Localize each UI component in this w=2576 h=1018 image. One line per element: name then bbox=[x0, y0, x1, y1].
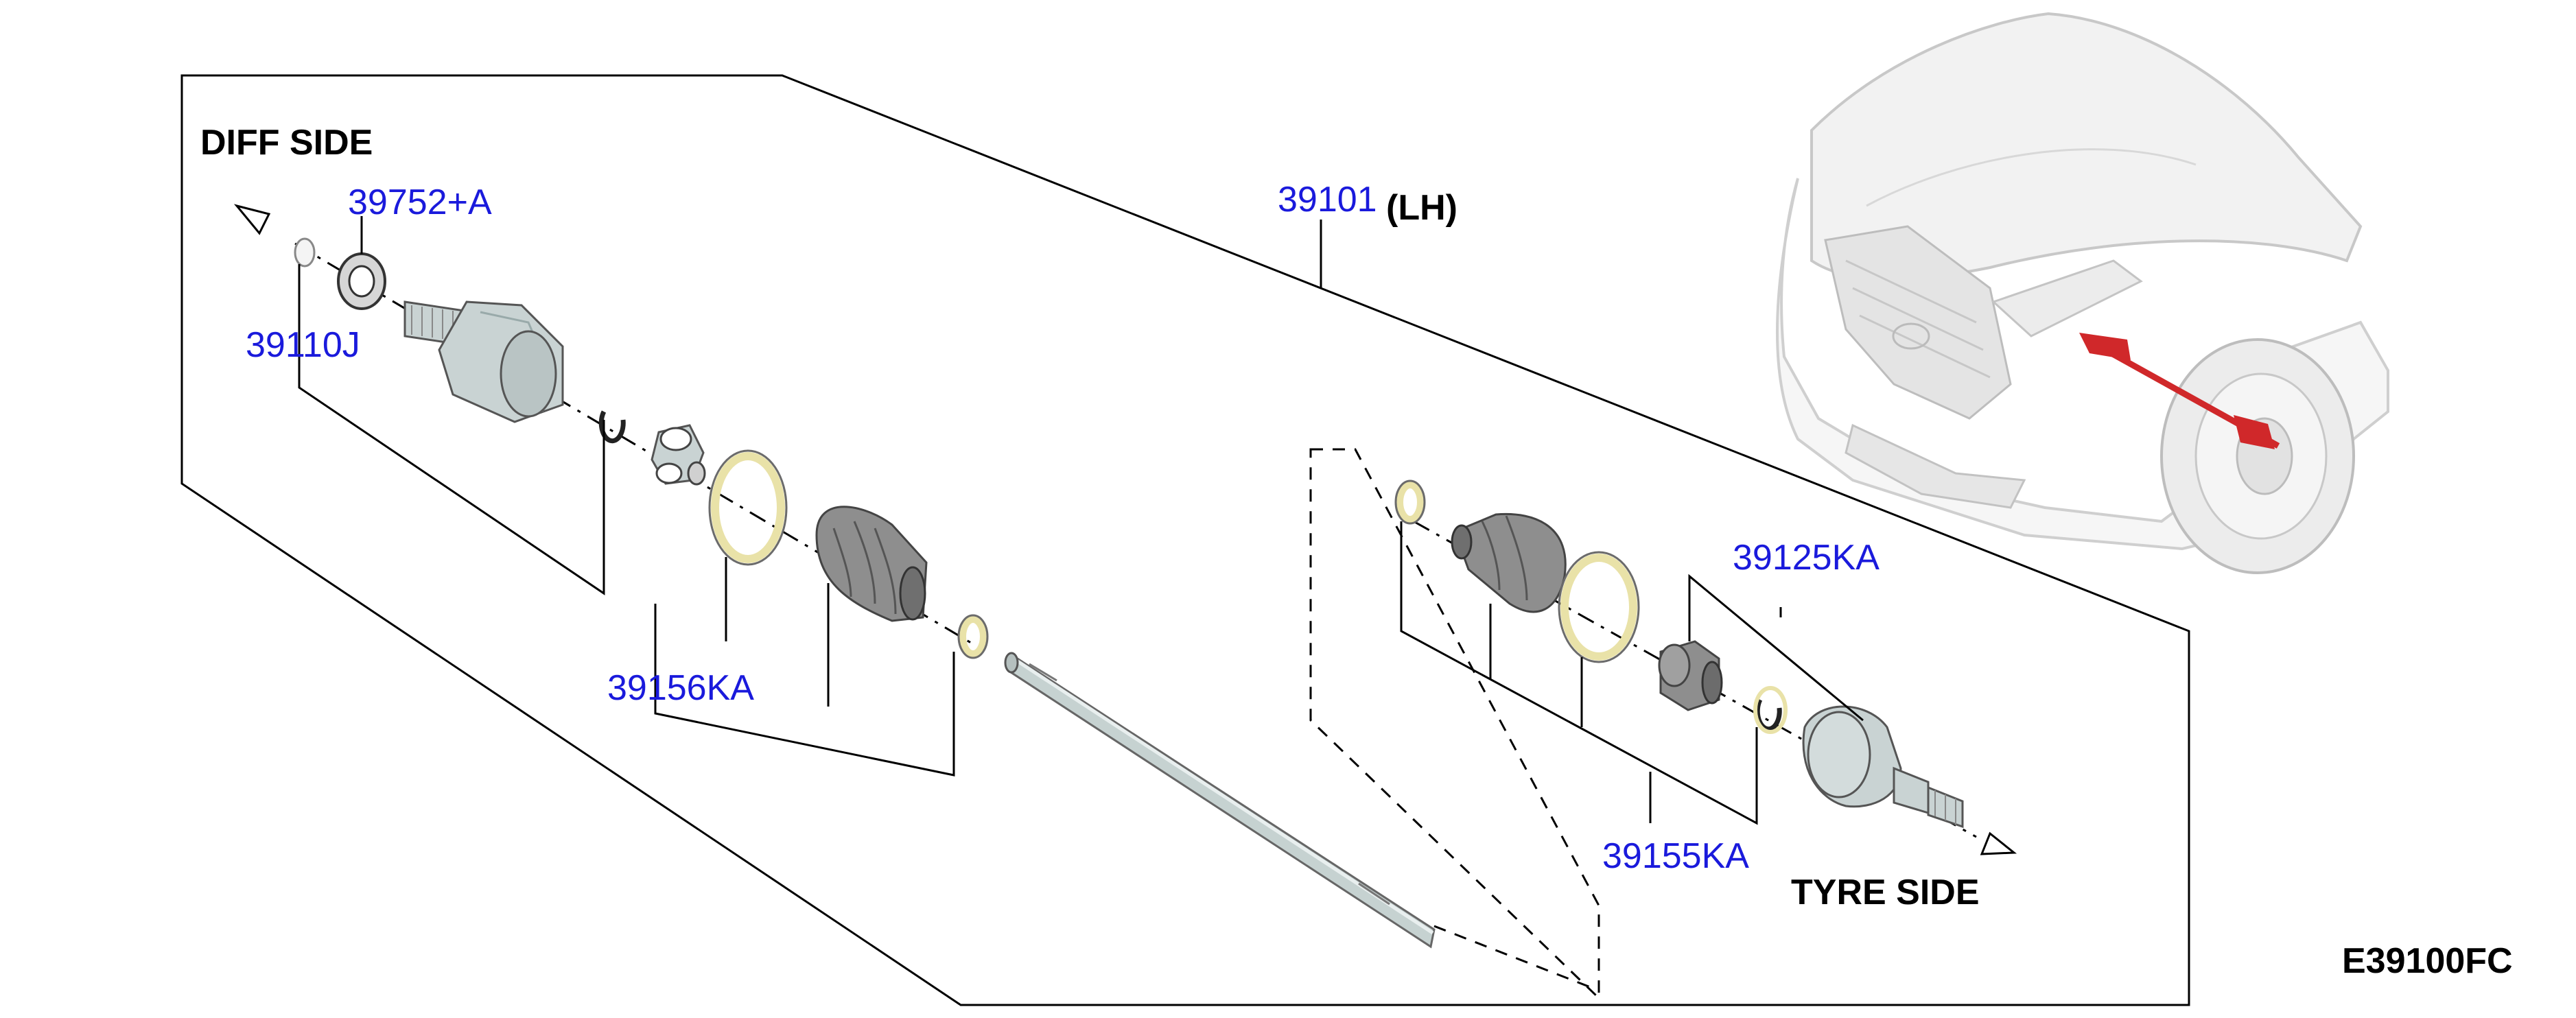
shaft-dash-extension bbox=[1433, 925, 1593, 989]
outer-joint-dashed-boundary bbox=[1309, 448, 1600, 1001]
inner-boot-band-small-icon bbox=[957, 614, 989, 659]
outer-boot-icon bbox=[1451, 512, 1567, 613]
tripod-joint-icon bbox=[651, 424, 706, 486]
part-label-39125KA: 39125KA bbox=[1733, 538, 1880, 578]
nut-icon bbox=[337, 252, 386, 310]
outer-boot-band-small-icon bbox=[1394, 480, 1426, 525]
assembly-boundary bbox=[180, 74, 2190, 1006]
washer-icon bbox=[294, 237, 316, 268]
vehicle-locator-illustration bbox=[1776, 12, 2389, 574]
part-label-39155KA: 39155KA bbox=[1602, 836, 1749, 876]
outer-joint-icon bbox=[1802, 705, 1964, 829]
inner-circlip-icon bbox=[598, 410, 626, 444]
leader-lines bbox=[298, 216, 1864, 825]
outer-circlip-icon bbox=[1755, 698, 1782, 732]
part-label-39156KA: 39156KA bbox=[607, 668, 754, 708]
inner-joint-housing-icon bbox=[403, 300, 564, 423]
tyre-side-arrow-icon bbox=[1980, 831, 2017, 855]
drive-shaft-icon bbox=[1004, 652, 1436, 949]
inner-boot-band-large-icon bbox=[708, 449, 788, 566]
tyre-side-label: TYRE SIDE bbox=[1791, 873, 1980, 912]
figure-id-label: E39100FC bbox=[2342, 941, 2513, 981]
part-label-39110J: 39110J bbox=[246, 325, 360, 365]
part-label-39752A: 39752+A bbox=[348, 182, 492, 222]
inner-boot-icon bbox=[815, 506, 928, 622]
diff-side-label: DIFF SIDE bbox=[200, 123, 373, 163]
outer-circlip-band-icon bbox=[1753, 686, 1788, 734]
outer-inner-race-icon bbox=[1658, 640, 1723, 711]
outer-boot-band-large-icon bbox=[1558, 551, 1640, 663]
assembly-label-code: 39101 bbox=[1278, 180, 1377, 220]
diff-side-arrow-icon bbox=[233, 204, 271, 235]
assembly-label-side: (LH) bbox=[1386, 188, 1457, 228]
